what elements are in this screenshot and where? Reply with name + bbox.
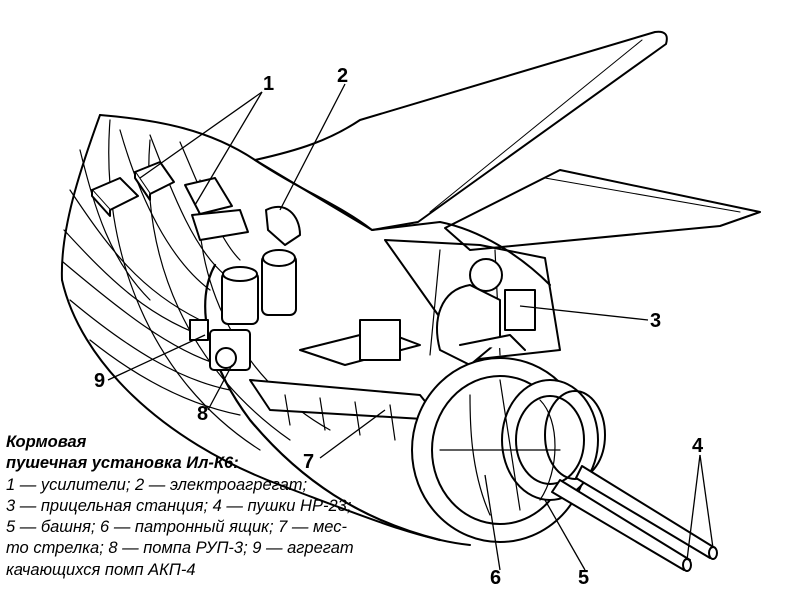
callout-3: 3 (650, 310, 661, 332)
callout-labels: 1 2 3 4 5 6 7 8 9 (94, 65, 704, 589)
cannons-nr23 (551, 465, 718, 572)
callout-7: 7 (303, 451, 314, 473)
legend-line: качающихся помп АКП-4 (6, 560, 196, 579)
callout-5: 5 (578, 567, 589, 589)
callout-4: 4 (692, 435, 704, 457)
legend-line: 5 — башня; 6 — патронный ящик; 7 — мес- (6, 518, 348, 537)
caption-title-line-2: пушечная установка Ил-К6: (6, 454, 239, 473)
caption-title-line-1: Кормовая (6, 433, 87, 451)
callout-9: 9 (94, 370, 105, 392)
gunner-figure (436, 258, 536, 366)
amplifier-boxes (91, 161, 249, 241)
callout-1: 1 (263, 73, 274, 95)
legend-line: то стрелка; 8 — помпа РУП-3; 9 — агрегат (6, 539, 354, 558)
legend-line: 3 — прицельная станция; 4 — пушки НР-23; (6, 496, 352, 515)
callout-2: 2 (337, 65, 348, 87)
turret (411, 357, 606, 543)
pump-units (189, 266, 259, 371)
electric-generator-unit (261, 205, 301, 316)
horizontal-stabilizer (444, 169, 761, 251)
legend-line: 1 — усилители; 2 — электроагрегат; (6, 475, 308, 494)
gunner-floor (249, 319, 441, 441)
callout-8: 8 (197, 403, 208, 425)
leader-lines (107, 83, 714, 571)
figure-caption: Кормовая пушечная установка Ил-К6: 1 — у… (6, 432, 406, 581)
callout-6: 6 (490, 567, 501, 589)
tail-fin (254, 30, 668, 231)
